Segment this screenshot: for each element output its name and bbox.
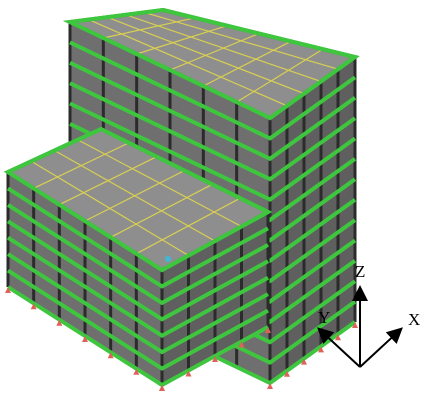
z-axis: Z [352,262,368,367]
podium-floor-beam [6,268,269,371]
support-icon [82,336,88,342]
selected-node-marker[interactable] [165,256,171,262]
podium-roof-grid [54,149,216,242]
y-axis-label: Y [318,308,330,327]
base-supports [5,287,358,391]
podium-floor-beam [6,236,269,339]
podium-roof-beam [3,126,273,273]
support-icon [284,370,290,377]
support-icon [335,334,341,341]
z-axis-label: Z [355,262,365,281]
axis-triad: Z Y X [317,262,420,368]
support-icon [352,322,358,328]
podium-floor-beam [6,219,269,322]
podium-floor-beam [6,186,269,289]
tower-floor-beam [69,81,357,182]
support-icon [56,319,63,326]
support-icon [5,287,11,293]
x-axis: X [359,310,420,368]
tower-roof-grid [106,16,305,95]
tower-roof-grid [136,25,228,55]
y-axis: Y [317,308,361,368]
tower-roof-grid [203,40,292,87]
tower-floor-beam [69,40,357,141]
tower-floor-beam [69,60,357,162]
tower-roof-grid [169,32,260,71]
tower-roof-beam [63,7,360,121]
tower-roof-grid [125,14,322,82]
support-icon [107,352,114,359]
support-icon [238,341,245,348]
support-icon [133,368,140,375]
podium-floor-beam [6,203,269,306]
support-icon [30,303,37,310]
support-icon [301,358,307,365]
support-icon [318,346,324,353]
podium-roof-grid [30,160,189,257]
tower-right-face [270,57,355,383]
support-icon [265,327,271,333]
support-icon [212,356,218,362]
support-icon [267,383,273,389]
podium-block[interactable] [3,126,273,388]
support-icon [159,385,165,391]
tower-floor-beam [69,101,357,202]
tower-roof-grid [103,17,196,39]
podium-roof-grid [77,139,242,228]
tower-roof-grid [144,11,339,70]
podium-floor-beam [6,252,269,355]
x-axis-label: X [408,310,420,329]
support-icon [185,370,192,377]
tower-roof-grid [88,19,288,107]
tower-roof-grid [236,48,324,103]
